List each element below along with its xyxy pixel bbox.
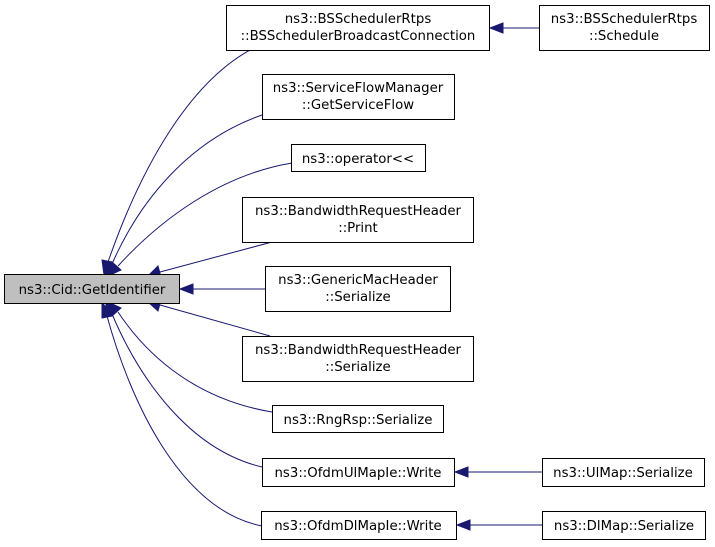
- node-label: ns3::BandwidthRequestHeader: [255, 343, 462, 358]
- node-bsschedulerrtps-broadcastconnection[interactable]: ns3::BSSchedulerRtps ::BSSchedulerBroadc…: [226, 5, 490, 51]
- node-label: ::Serialize: [325, 290, 390, 305]
- node-label: ns3::ServiceFlowManager: [273, 81, 444, 96]
- nodes: ns3::Cid::GetIdentifier ns3::BSScheduler…: [4, 5, 710, 540]
- edge-dlmapie-to-cid: [106, 315, 263, 527]
- node-operator-shift-left[interactable]: ns3::operator<<: [291, 144, 426, 172]
- node-label: ns3::RngRsp::Serialize: [284, 413, 433, 428]
- edge-arrowhead: [107, 261, 122, 277]
- node-label: ns3::BSSchedulerRtps: [551, 12, 698, 27]
- node-ofdmulmapie-write[interactable]: ns3::OfdmUlMapIe::Write: [262, 458, 455, 487]
- node-cid-getidentifier[interactable]: ns3::Cid::GetIdentifier: [4, 274, 180, 304]
- node-label: ns3::BSSchedulerRtps: [285, 12, 432, 27]
- node-label: ::Schedule: [589, 29, 659, 44]
- edge-bwreq-print-to-cid: [159, 241, 273, 273]
- node-serviceflowmanager-getserviceflow[interactable]: ns3::ServiceFlowManager ::GetServiceFlow: [262, 74, 455, 120]
- node-label: ::Print: [338, 221, 378, 236]
- node-label: ns3::UlMap::Serialize: [553, 466, 693, 481]
- edge-rngrsp-to-cid: [117, 311, 273, 413]
- node-label: ::Serialize: [325, 360, 390, 375]
- node-bsschedulerrtps-schedule[interactable]: ns3::BSSchedulerRtps ::Schedule: [539, 5, 710, 51]
- node-bandwidthrequestheader-print[interactable]: ns3::BandwidthRequestHeader ::Print: [242, 197, 474, 243]
- node-rngrsp-serialize[interactable]: ns3::RngRsp::Serialize: [272, 405, 444, 433]
- node-label: ::GetServiceFlow: [302, 98, 414, 113]
- node-label: ns3::OfdmUlMapIe::Write: [275, 466, 442, 481]
- node-label: ns3::operator<<: [302, 152, 414, 167]
- node-label: ns3::OfdmDlMapIe::Write: [274, 519, 441, 534]
- node-bandwidthrequestheader-serialize[interactable]: ns3::BandwidthRequestHeader ::Serialize: [242, 336, 474, 382]
- node-ulmap-serialize[interactable]: ns3::UlMap::Serialize: [542, 458, 705, 487]
- edge-bwreq-serialize-to-cid: [159, 304, 271, 337]
- edge-ulmapie-to-cid: [111, 313, 263, 468]
- node-label: ns3::GenericMacHeader: [278, 273, 438, 288]
- edge-arrowhead: [488, 22, 504, 34]
- edge-arrowhead: [455, 519, 471, 531]
- node-label: ::BSSchedulerBroadcastConnection: [241, 29, 476, 44]
- edge-operator-to-cid: [117, 162, 293, 267]
- edge-sfm-to-cid: [111, 114, 263, 265]
- node-label: ns3::Cid::GetIdentifier: [19, 283, 166, 298]
- node-genericmacheader-serialize[interactable]: ns3::GenericMacHeader ::Serialize: [265, 266, 451, 312]
- edge-arrowhead: [178, 283, 194, 295]
- edge-arrowhead: [453, 466, 469, 478]
- edge-arrowhead: [101, 300, 113, 319]
- edge-bs-broadcast-to-cid: [107, 45, 259, 263]
- node-dlmap-serialize[interactable]: ns3::DlMap::Serialize: [542, 511, 706, 540]
- node-ofdmdlmapie-write[interactable]: ns3::OfdmDlMapIe::Write: [261, 511, 457, 540]
- node-label: ns3::BandwidthRequestHeader: [255, 204, 462, 219]
- node-label: ns3::DlMap::Serialize: [554, 519, 694, 534]
